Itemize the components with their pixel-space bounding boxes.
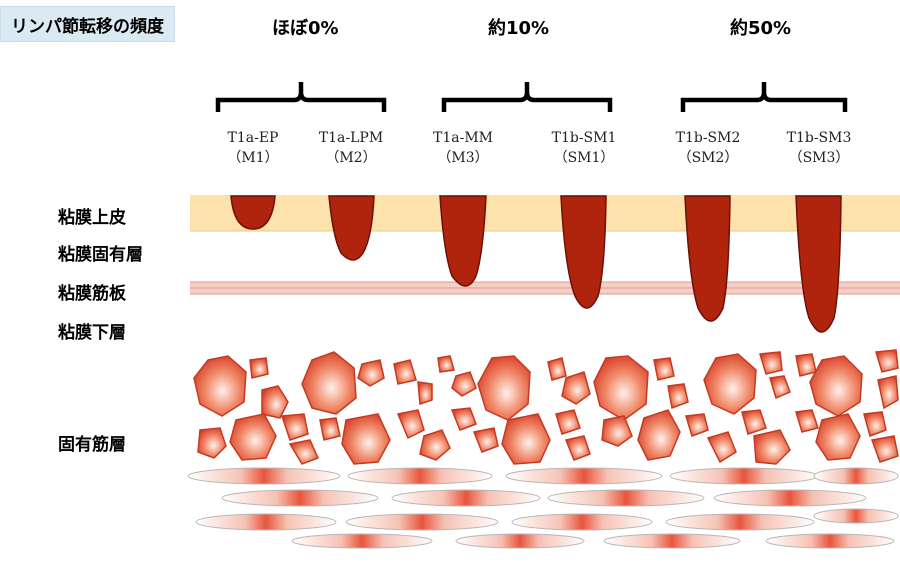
- layer-label-muscularis-mucosae: 粘膜筋板: [58, 284, 126, 304]
- stage-label-m2: T1a-LPM （M2）: [318, 130, 384, 166]
- tumor-sm3: [795, 195, 842, 333]
- diagram-title: リンパ節転移の頻度: [11, 16, 164, 37]
- tumor-m3: [439, 195, 487, 287]
- stage-label-sm2: T1b-SM2 （SM2）: [675, 130, 741, 166]
- bracket-sm2-sm3: [680, 82, 848, 112]
- layer-label-muscularis-propria: 固有筋層: [58, 435, 126, 455]
- tumor-m2: [328, 195, 375, 261]
- epithelium-layer: [190, 195, 900, 231]
- muscle-cell-cluster: [193, 349, 899, 465]
- stage-label-m3: T1a-MM （M3）: [433, 130, 493, 166]
- stage-label-sm3: T1b-SM3 （SM3）: [786, 130, 852, 166]
- stage-label-sm1: T1b-SM1 （SM1）: [551, 130, 617, 166]
- tumor-sm2: [684, 195, 731, 322]
- layer-label-submucosa: 粘膜下層: [58, 323, 126, 343]
- tumor-m1: [230, 195, 276, 230]
- bracket-m3-sm1: [441, 82, 613, 112]
- frequency-label-sm2-sm3: 約50%: [730, 18, 792, 39]
- longitudinal-muscle-fibers: [187, 467, 899, 549]
- frequency-label-m1-m2: ほぼ0%: [272, 18, 339, 39]
- layer-label-lamina-propria: 粘膜固有層: [58, 245, 143, 265]
- bracket-m1-m2: [215, 82, 387, 112]
- stage-label-m1: T1a-EP （M1）: [227, 130, 279, 166]
- layer-label-epithelium: 粘膜上皮: [58, 208, 126, 228]
- title-box: リンパ節転移の頻度: [0, 6, 175, 42]
- tumor-sm1: [560, 195, 607, 309]
- frequency-label-m3-sm1: 約10%: [488, 18, 550, 39]
